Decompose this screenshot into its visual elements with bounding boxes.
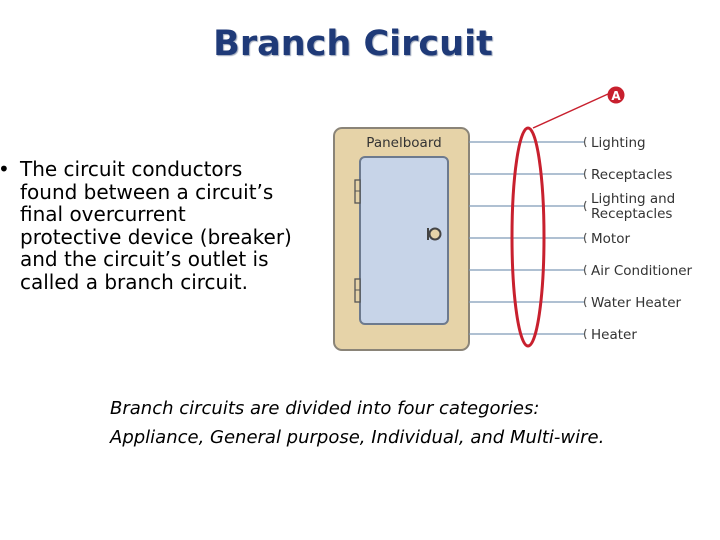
bullet-icon: • xyxy=(0,158,10,181)
circuit-label: Lighting xyxy=(591,135,646,151)
caption-line: Appliance, General purpose, Individual, … xyxy=(110,427,605,448)
bullet-line: found between a circuit’s xyxy=(20,179,274,204)
bullet-line: protective device (breaker) xyxy=(20,224,292,249)
branch-wires xyxy=(469,136,587,340)
wire-terminal-icon xyxy=(583,232,587,244)
circuit-label: Receptacles xyxy=(591,206,672,222)
branch-circuit-highlight xyxy=(510,126,546,348)
wire-terminal-icon xyxy=(583,264,587,276)
marker-label: A xyxy=(611,89,621,103)
circuit-label: Heater xyxy=(591,327,637,343)
wire-terminal-icon xyxy=(583,136,587,148)
wire-terminal-icon xyxy=(583,296,587,308)
circuit-label: Lighting and xyxy=(591,191,675,207)
wire-terminal-icon xyxy=(583,200,587,212)
bullet-line: final overcurrent xyxy=(20,202,186,227)
panelboard-label: Panelboard xyxy=(366,135,441,151)
bullet-line: and the circuit’s outlet is xyxy=(20,247,269,272)
bullet-line: The circuit conductors xyxy=(20,157,243,181)
marker-leader-line xyxy=(532,93,609,129)
circuit-label: Water Heater xyxy=(591,295,682,311)
panel-door xyxy=(359,156,449,325)
wire-terminal-icon xyxy=(583,168,587,180)
slide-title: Branch Circuit xyxy=(213,24,493,64)
bullet-line: called a branch circuit. xyxy=(20,269,248,294)
circuit-label: Air Conditioner xyxy=(591,263,693,279)
marker-a-icon xyxy=(607,86,625,104)
circuit-label: Receptacles xyxy=(591,167,672,183)
bullet-text: The circuit conductors found between a c… xyxy=(20,158,320,294)
wire-terminal-icon xyxy=(583,328,587,340)
caption: Branch circuits are divided into four ca… xyxy=(110,394,710,452)
caption-line: Branch circuits are divided into four ca… xyxy=(110,398,540,419)
door-latch xyxy=(428,227,442,241)
circuit-label: Motor xyxy=(591,231,630,247)
